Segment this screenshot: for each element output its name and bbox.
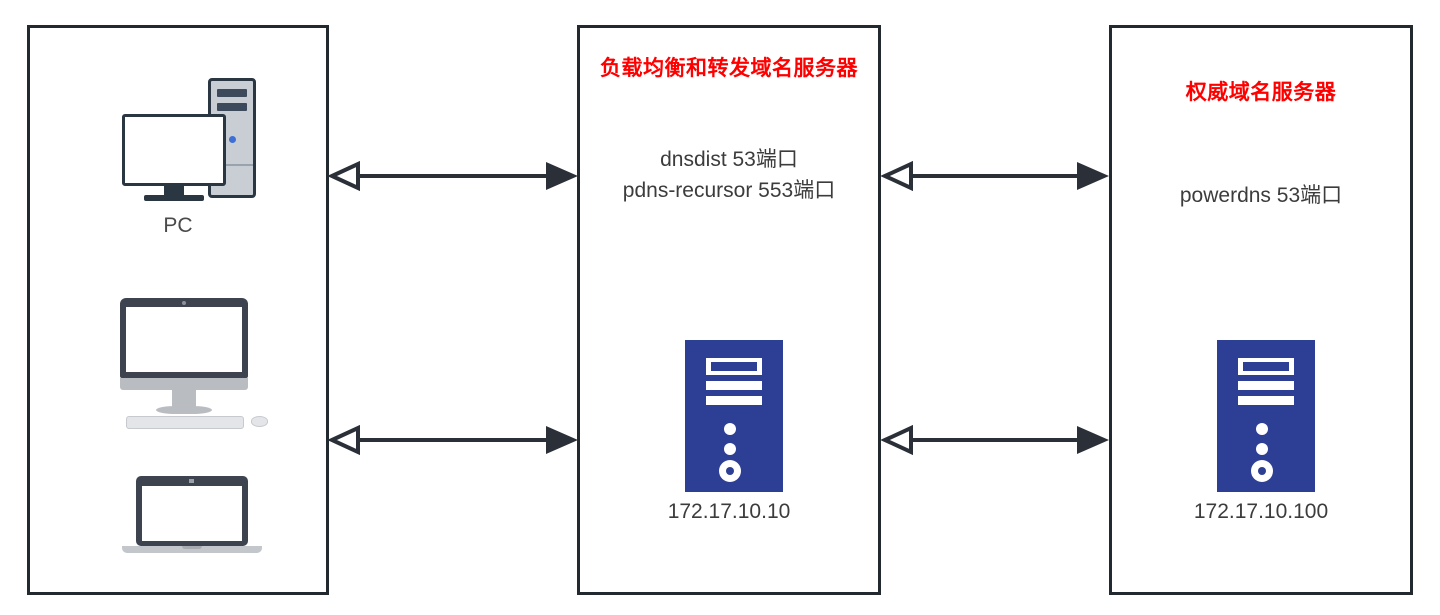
connection-clients-to-balancer-top <box>328 160 578 192</box>
keyboard-icon <box>126 416 244 429</box>
pc-monitor-neck <box>164 184 184 196</box>
server-indicator-icon <box>1256 423 1268 435</box>
desktop-pc-icon <box>122 78 272 208</box>
zone-auth-ip: 172.17.10.100 <box>1193 500 1329 523</box>
laptop-notch <box>182 546 202 549</box>
laptop-icon <box>122 476 272 566</box>
connection-balancer-to-auth-top <box>881 160 1109 192</box>
mouse-icon <box>251 416 268 427</box>
server-slot-icon <box>706 396 762 405</box>
server-slot-icon <box>706 381 762 390</box>
laptop-display-surface <box>142 486 242 541</box>
server-power-button-icon <box>719 460 741 482</box>
imac-stand-neck <box>172 390 196 410</box>
server-icon <box>1217 340 1315 492</box>
server-drive-bay-icon <box>1238 358 1294 375</box>
zone-balancer-ip: 172.17.10.10 <box>667 500 791 523</box>
server-indicator-icon <box>724 423 736 435</box>
laptop-base <box>122 546 262 553</box>
pc-drive-slot-icon <box>217 89 247 97</box>
server-drive-bay-icon <box>706 358 762 375</box>
laptop-lid <box>136 476 248 546</box>
imac-chin <box>120 378 248 390</box>
imac-monitor-icon <box>120 298 272 429</box>
imac-camera-icon <box>182 301 186 305</box>
zone-auth-title: 权威域名服务器 <box>1185 81 1337 104</box>
server-slot-icon <box>1238 381 1294 390</box>
server-indicator-icon <box>724 443 736 455</box>
laptop-camera-icon <box>189 479 194 483</box>
connection-clients-to-balancer-bottom <box>328 424 578 456</box>
imac-screen <box>120 298 248 378</box>
zone-clients: PC <box>27 25 329 595</box>
pc-power-led-icon <box>229 136 236 143</box>
connection-balancer-to-auth-bottom <box>881 424 1109 456</box>
pc-tower-divider <box>211 164 253 166</box>
zone-authoritative-dns: 权威域名服务器 powerdns 53端口 172.17.10.100 <box>1109 25 1413 595</box>
pc-drive-slot-icon <box>217 103 247 111</box>
zone-balancer-title: 负载均衡和转发域名服务器 <box>600 57 858 80</box>
server-slot-icon <box>1238 396 1294 405</box>
server-icon <box>685 340 783 492</box>
zone-balancer-services: dnsdist 53端口 pdns-recursor 553端口 <box>622 148 836 202</box>
pc-monitor-icon <box>122 114 226 186</box>
imac-display-surface <box>126 307 242 372</box>
imac-stand-foot <box>156 406 212 414</box>
zone-load-balancer: 负载均衡和转发域名服务器 dnsdist 53端口 pdns-recursor … <box>577 25 881 595</box>
zone-auth-services: powerdns 53端口 <box>1179 184 1343 207</box>
pc-caption-label: PC <box>163 214 193 237</box>
pc-monitor-base <box>144 195 204 201</box>
server-indicator-icon <box>1256 443 1268 455</box>
server-power-button-icon <box>1251 460 1273 482</box>
